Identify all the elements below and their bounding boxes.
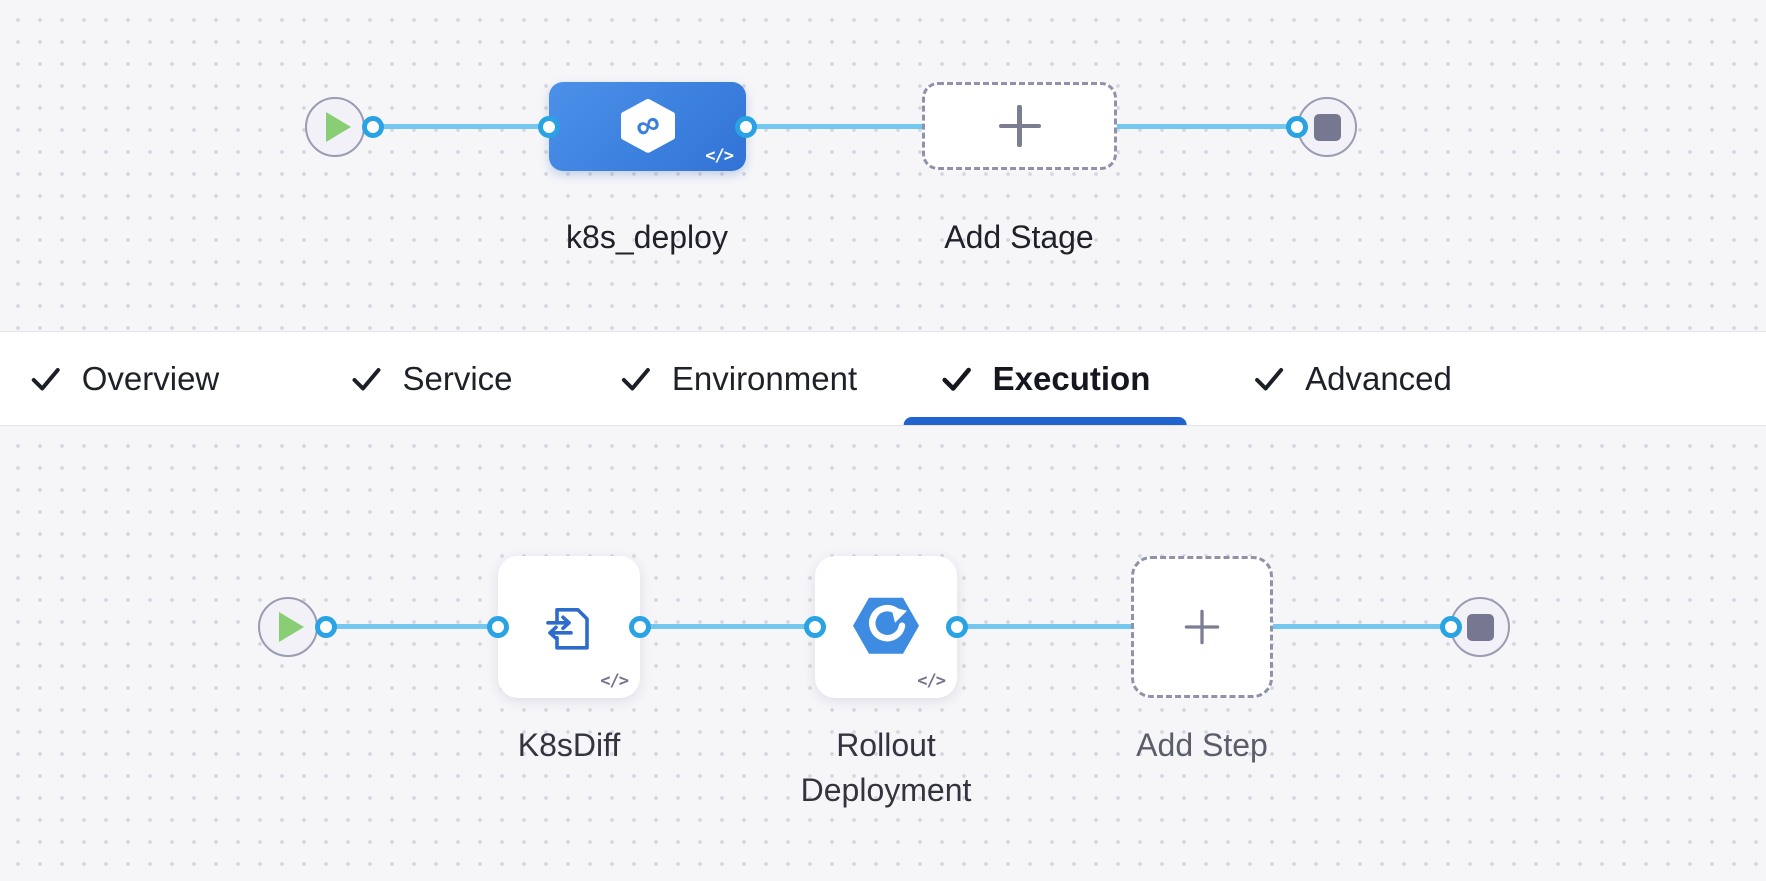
check-icon xyxy=(621,367,650,390)
harness-stage-icon: ∞ xyxy=(620,98,675,153)
code-toggle-icon[interactable]: </> xyxy=(917,671,946,691)
tab-label: Advanced xyxy=(1305,359,1452,397)
port-stage-in[interactable] xyxy=(538,116,560,138)
port-stage-out[interactable] xyxy=(735,116,757,138)
port-k8sdiff-in[interactable] xyxy=(487,616,509,638)
check-icon xyxy=(1255,367,1284,390)
tab-label: Environment xyxy=(671,359,858,397)
add-step-label: Add Step xyxy=(1136,727,1268,763)
k8s-diff-icon xyxy=(546,608,589,650)
step-label-rollout-deployment: Rollout Deployment xyxy=(800,727,972,808)
stage-config-tabbar: Overview Service Environment Execution A… xyxy=(0,332,1766,425)
play-icon xyxy=(279,612,304,642)
tab-environment[interactable]: Environment xyxy=(619,332,857,425)
code-toggle-icon[interactable]: </> xyxy=(600,671,629,691)
port-start-out[interactable] xyxy=(362,116,384,138)
step-label-k8sdiff: K8sDiff xyxy=(517,727,621,763)
tab-execution[interactable]: Execution xyxy=(903,332,1187,425)
rollout-deployment-icon xyxy=(853,597,919,654)
port-rollout-out[interactable] xyxy=(946,616,968,638)
add-step-button[interactable] xyxy=(1131,556,1273,698)
pipeline-end-node[interactable] xyxy=(1297,97,1357,157)
stop-icon xyxy=(1313,113,1341,141)
add-stage-button[interactable] xyxy=(922,82,1117,170)
check-icon xyxy=(942,367,971,391)
step-node-k8sdiff[interactable]: </> xyxy=(498,556,640,698)
code-toggle-icon[interactable]: </> xyxy=(705,146,734,166)
port-rollout-in[interactable] xyxy=(804,616,826,638)
port-exec-end-in[interactable] xyxy=(1440,616,1462,638)
check-icon xyxy=(31,367,60,390)
pipeline-start-node[interactable] xyxy=(305,97,365,157)
stage-connector-line xyxy=(373,124,1297,129)
step-node-rollout-deployment[interactable]: </> xyxy=(815,556,957,698)
tab-overview[interactable]: Overview xyxy=(29,332,220,425)
stage-graph-canvas[interactable]: ∞ </> k8s_deploy Add Stage xyxy=(0,0,1766,332)
stop-icon xyxy=(1466,613,1494,641)
stage-node-k8s-deploy[interactable]: ∞ </> xyxy=(549,82,746,171)
active-tab-underline xyxy=(903,417,1187,425)
add-stage-label: Add Stage xyxy=(944,219,1094,255)
port-k8sdiff-out[interactable] xyxy=(629,616,651,638)
tab-advanced[interactable]: Advanced xyxy=(1252,332,1452,425)
stage-label: k8s_deploy xyxy=(566,219,728,255)
execution-graph-canvas[interactable]: </> </> K8sDiff Rollout Deployment Add S… xyxy=(0,425,1766,881)
execution-start-node[interactable] xyxy=(258,597,318,657)
port-exec-start-out[interactable] xyxy=(315,616,337,638)
play-icon xyxy=(326,112,351,142)
check-icon xyxy=(352,367,381,390)
tab-service[interactable]: Service xyxy=(349,332,513,425)
port-end-in[interactable] xyxy=(1286,116,1308,138)
tab-label: Execution xyxy=(992,359,1151,397)
tab-label: Service xyxy=(402,359,513,397)
tab-label: Overview xyxy=(81,359,220,397)
